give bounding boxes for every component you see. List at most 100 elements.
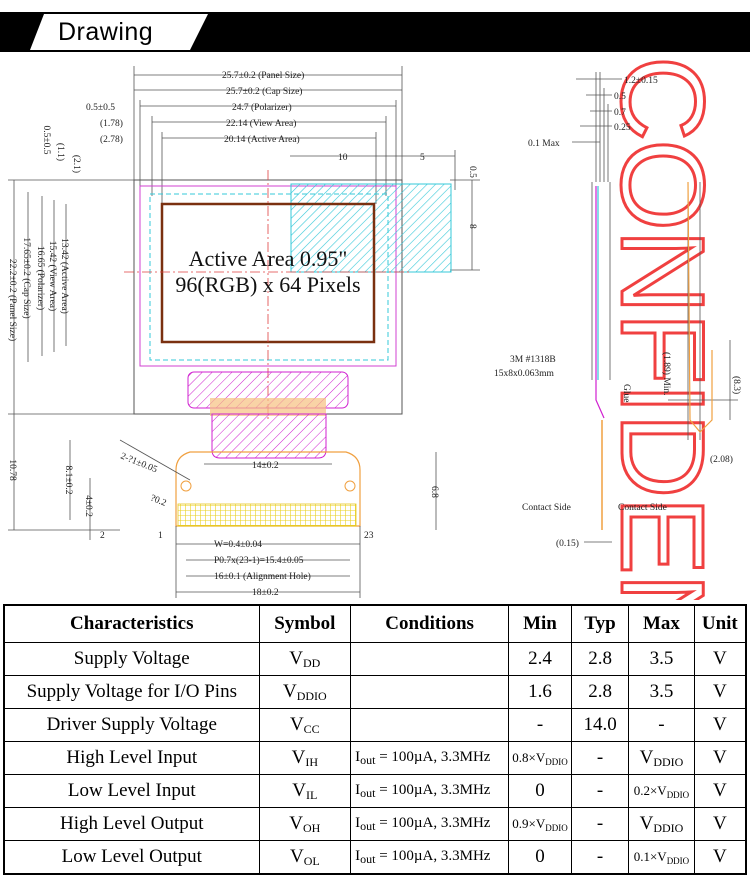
max-value: 3.5 bbox=[649, 647, 674, 669]
dim-side-12: 1.2±0.15 bbox=[624, 76, 658, 86]
dim-align-hole: 16±0.1 (Alignment Hole) bbox=[214, 571, 311, 582]
col-max: Max bbox=[628, 604, 695, 643]
col-symbol: Symbol bbox=[258, 604, 352, 643]
dim-10: 10 bbox=[338, 153, 348, 163]
dim-fpc-18: 18±0.2 bbox=[252, 588, 279, 598]
dim-05-right: 0.5 bbox=[467, 166, 477, 178]
dim-panel-height: 22.2±0.2 (Panel Size) bbox=[7, 259, 18, 341]
dim-v-81: 8.1±0.2 bbox=[63, 466, 73, 495]
characteristic-cell: High Level Output bbox=[3, 807, 260, 841]
min-cell: 0.9×VDDIO bbox=[508, 807, 572, 841]
symbol-subscript: OL bbox=[303, 853, 320, 868]
condition-subscript: out bbox=[360, 785, 376, 800]
pin-1-label: 1 bbox=[158, 531, 163, 541]
fpc-tail bbox=[175, 371, 361, 527]
dim-active-height: 13.42 (Active Area) bbox=[59, 238, 70, 314]
min-value: - bbox=[536, 713, 544, 735]
min-subscript: DDIO bbox=[545, 822, 568, 833]
tape-size-label: 15x8x0.063mm bbox=[494, 369, 555, 379]
unit-cell: V bbox=[693, 840, 747, 875]
condition-subscript: out bbox=[360, 851, 376, 866]
pixel-count-label: 96(RGB) x 64 Pixels bbox=[175, 272, 360, 297]
tape-label: 3M #1318B bbox=[510, 355, 556, 365]
min-cell: - bbox=[508, 708, 572, 742]
max-value: 0.1×V bbox=[633, 848, 667, 864]
characteristic-cell: High Level Input bbox=[3, 741, 260, 775]
symbol-base: V bbox=[291, 746, 306, 768]
typ-cell: - bbox=[570, 840, 630, 875]
condition-base: I bbox=[355, 748, 361, 765]
max-value: 0.2×V bbox=[633, 782, 667, 798]
characteristic-text: High Level Output bbox=[60, 813, 204, 834]
symbol-subscript: OH bbox=[303, 820, 321, 835]
typ-value: 2.8 bbox=[588, 648, 612, 669]
symbol-cell: VOH bbox=[258, 807, 352, 841]
dim-v-4: 4±0.2 bbox=[83, 495, 93, 517]
unit-cell: V bbox=[693, 774, 747, 808]
dim-polarizer-width: 24.7 (Polarizer) bbox=[232, 102, 292, 113]
characteristic-cell: Supply Voltage bbox=[3, 642, 260, 676]
confidential-watermark: CONFIDEN bbox=[595, 56, 730, 600]
max-value: V bbox=[639, 812, 654, 834]
symbol-subscript: DD bbox=[303, 655, 321, 670]
characteristic-text: Driver Supply Voltage bbox=[46, 714, 217, 735]
max-cell: 0.1×VDDIO bbox=[628, 840, 695, 875]
characteristic-text: Low Level Output bbox=[61, 846, 202, 867]
characteristic-cell: Low Level Input bbox=[3, 774, 260, 808]
max-value: V bbox=[639, 746, 654, 768]
min-cell: 0 bbox=[508, 774, 572, 808]
symbol-subscript: CC bbox=[303, 721, 320, 736]
typ-value: 2.8 bbox=[588, 681, 612, 702]
symbol-cell: VIH bbox=[258, 741, 352, 775]
active-area-label: Active Area 0.95" bbox=[189, 246, 348, 271]
symbol-base: V bbox=[289, 713, 304, 735]
dim-pitch: P0.7x(23-1)=15.4±0.05 bbox=[214, 555, 304, 566]
side-fpc-bend bbox=[687, 181, 713, 433]
symbol-base: V bbox=[292, 779, 307, 801]
unit-cell: V bbox=[693, 807, 747, 841]
dim-side-83: (8.3) bbox=[731, 376, 742, 394]
typ-value: - bbox=[596, 780, 604, 801]
dim-offset-278: (2.78) bbox=[100, 134, 123, 145]
header-tab bbox=[30, 14, 208, 50]
unit-value: V bbox=[712, 780, 727, 801]
characteristic-cell: Low Level Output bbox=[3, 840, 260, 875]
typ-value: 14.0 bbox=[583, 714, 617, 735]
dim-view-width: 22.14 (View Area) bbox=[226, 118, 296, 129]
symbol-cell: VOL bbox=[258, 840, 352, 875]
electrical-characteristics-table: Characteristics Symbol Conditions Min Ty… bbox=[3, 604, 747, 875]
unit-cell: V bbox=[693, 675, 747, 709]
dim-v-1078: 10.78 bbox=[7, 459, 17, 481]
dim-pol-height: 16.65 (Polarizer) bbox=[35, 246, 46, 310]
dim-active-width: 20.14 (Active Area) bbox=[224, 134, 300, 145]
page-title: Drawing bbox=[58, 18, 154, 46]
table-header-row: Characteristics Symbol Conditions Min Ty… bbox=[3, 604, 747, 643]
dim-side-208: (2.08) bbox=[710, 454, 733, 465]
dim-side-189: (1.89) Min. bbox=[661, 352, 672, 396]
dim-v-21: (2.1) bbox=[71, 155, 82, 173]
max-subscript: DDIO bbox=[653, 754, 684, 769]
max-cell: VDDIO bbox=[628, 741, 695, 775]
characteristic-text: Supply Voltage for I/O Pins bbox=[26, 681, 237, 702]
dim-offset-05: 0.5±0.5 bbox=[86, 103, 115, 113]
left-dimension-lines bbox=[8, 179, 134, 540]
max-subscript: DDIO bbox=[666, 855, 690, 866]
dim-side-05: 0.5 bbox=[614, 92, 626, 102]
max-cell: VDDIO bbox=[628, 807, 695, 841]
dim-cap-height: 17.65±0.2 (Cap Size) bbox=[21, 237, 32, 318]
condition-suffix: = 100µA, 3.3MHz bbox=[375, 847, 491, 864]
side-fpc-magenta bbox=[595, 186, 605, 419]
characteristic-cell: Driver Supply Voltage bbox=[3, 708, 260, 742]
min-value: 0 bbox=[535, 845, 545, 867]
max-value: - bbox=[658, 713, 665, 735]
dim-v-2: 2 bbox=[100, 531, 105, 541]
unit-cell: V bbox=[693, 642, 747, 676]
max-cell: - bbox=[628, 708, 695, 742]
dim-panel-width: 25.7±0.2 (Panel Size) bbox=[222, 70, 304, 81]
typ-value: - bbox=[596, 747, 604, 768]
conditions-cell bbox=[350, 708, 510, 742]
symbol-base: V bbox=[289, 647, 304, 669]
